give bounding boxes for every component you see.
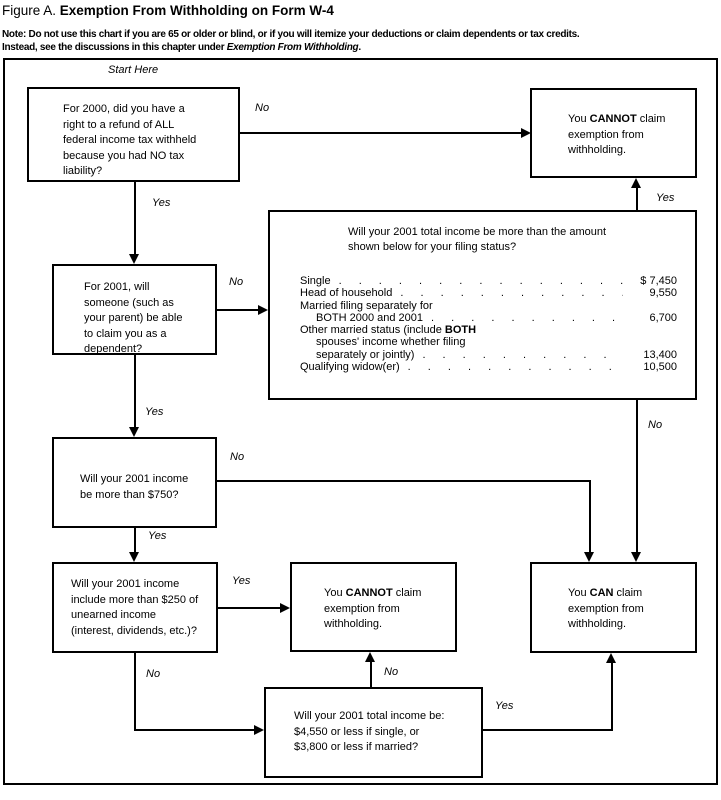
filing-status-row: Other married status (include BOTH [300, 324, 677, 336]
connector-unearned-yes [218, 607, 280, 609]
figure-title-prefix: Figure A. [2, 3, 60, 18]
arrowhead-right-icon [521, 128, 531, 138]
cannot-mid-post: claim exemption from withholding. [324, 587, 422, 630]
can-post: claim exemption from withholding. [568, 587, 644, 630]
filing-status-row: Married filing separately for [300, 300, 677, 312]
start-here-label: Start Here [108, 64, 159, 76]
filing-status-row: Single $ 7,450 [300, 275, 677, 287]
row-label: Other married status (include [300, 324, 445, 337]
filing-status-row: BOTH 2000 and 2001 6,700 [300, 312, 677, 324]
label-no-750: No [230, 451, 245, 463]
can-pre: You [568, 587, 590, 599]
connector-total-no [370, 661, 372, 687]
label-yes-750: Yes [148, 530, 167, 542]
row-amount: 13,400 [643, 348, 677, 361]
dot-leader [339, 275, 623, 287]
connector-filing-yes [636, 187, 638, 210]
arrowhead-down-icon [584, 552, 594, 562]
cannot-top-pre: You [568, 113, 590, 125]
box-q-total-income: Will your 2001 total income be: $4,550 o… [264, 687, 483, 778]
cannot-top-post: claim exemption from withholding. [568, 113, 666, 156]
label-yes-unearned: Yes [232, 575, 251, 587]
cannot-top-bold: CANNOT [589, 113, 637, 125]
box-cannot-claim-top: You CANNOT claim exemption from withhold… [530, 88, 697, 178]
label-yes-dependent: Yes [145, 406, 164, 418]
note-line-2-italic: Exemption From Withholding [226, 42, 359, 53]
arrowhead-down-icon [129, 254, 139, 264]
filing-status-row: separately or jointly) 13,400 [300, 349, 677, 361]
row-label-bold: BOTH [444, 324, 477, 337]
row-amount: $ 7,450 [640, 275, 677, 287]
arrowhead-right-icon [258, 305, 268, 315]
filing-status-heading: Will your 2001 total income be more than… [348, 226, 607, 253]
dot-leader [422, 349, 623, 361]
arrowhead-up-icon [606, 653, 616, 663]
arrowhead-right-icon [254, 725, 264, 735]
arrowhead-down-icon [129, 552, 139, 562]
connector-750-yes [134, 528, 136, 553]
label-no-dependent: No [229, 276, 244, 288]
figure-title: Figure A. Exemption From Withholding on … [2, 3, 334, 18]
can-bold: CAN [589, 587, 614, 599]
connector-total-yes-v [611, 662, 613, 731]
label-yes-total: Yes [495, 700, 514, 712]
label-no-filing: No [648, 419, 663, 431]
flowchart-frame [3, 58, 718, 785]
filing-status-rows: Single $ 7,450 Head of household 9,550 M… [300, 275, 677, 373]
box-cannot-claim-mid: You CANNOT claim exemption from withhold… [290, 562, 457, 652]
box-q-unearned-income: Will your 2001 income include more than … [52, 562, 218, 653]
connector-dependent-yes [134, 355, 136, 428]
note-line-2-prefix: Instead, see the discussions in this cha… [2, 42, 227, 53]
connector-unearned-no-v [134, 653, 136, 731]
row-label: Married filing separately for [300, 299, 433, 312]
row-label: separately or jointly) [316, 348, 415, 361]
row-label: Qualifying widow(er) [300, 361, 400, 374]
row-amount: 10,500 [643, 361, 677, 374]
box-filing-status-table: Will your 2001 total income be more than… [268, 210, 697, 400]
cannot-mid-bold: CANNOT [345, 587, 393, 599]
row-label: Head of household [300, 287, 393, 300]
connector-750-no-h [217, 480, 591, 482]
filing-status-row: spouses' income whether filing [300, 336, 677, 348]
arrowhead-up-icon [365, 652, 375, 662]
arrowhead-down-icon [129, 427, 139, 437]
box-q-refund-2000: For 2000, did you have a right to a refu… [27, 87, 240, 182]
label-no-total: No [384, 666, 399, 678]
row-label: BOTH 2000 and 2001 [316, 311, 424, 324]
figure-title-main: Exemption From Withholding on Form W-4 [59, 3, 334, 18]
label-yes-refund: Yes [152, 197, 171, 209]
connector-refund-yes [134, 182, 136, 255]
row-label: spouses' income whether filing [316, 336, 466, 349]
box-can-claim: You CAN claim exemption from withholding… [530, 562, 697, 653]
filing-status-row: Head of household 9,550 [300, 287, 677, 299]
row-amount: 6,700 [649, 311, 677, 324]
connector-total-yes-h [483, 729, 613, 731]
connector-refund-no [240, 132, 521, 134]
connector-750-no-v [589, 480, 591, 554]
label-no-unearned: No [146, 668, 161, 680]
arrowhead-down-icon [631, 552, 641, 562]
note-line-1: Note: Do not use this chart if you are 6… [2, 29, 580, 40]
connector-filing-no [636, 400, 638, 554]
label-no-refund: No [255, 102, 270, 114]
label-yes-filing: Yes [656, 192, 675, 204]
box-q-income-750: Will your 2001 income be more than $750? [52, 437, 217, 528]
note-line-2-suffix: . [358, 42, 361, 53]
dot-leader [431, 312, 623, 324]
connector-dependent-no [217, 309, 258, 311]
row-amount: 9,550 [649, 287, 677, 300]
dot-leader [400, 287, 623, 299]
connector-unearned-no-h [134, 729, 254, 731]
arrowhead-right-icon [280, 603, 290, 613]
note-line-2: Instead, see the discussions in this cha… [2, 41, 579, 54]
arrowhead-up-icon [631, 178, 641, 188]
row-label: Single [300, 275, 331, 287]
dot-leader [408, 361, 623, 373]
box-q-dependent-2001: For 2001, will someone (such as your par… [52, 264, 217, 355]
filing-status-row: Qualifying widow(er) 10,500 [300, 361, 677, 373]
figure-note: Note: Do not use this chart if you are 6… [2, 28, 580, 54]
cannot-mid-pre: You [324, 587, 346, 599]
